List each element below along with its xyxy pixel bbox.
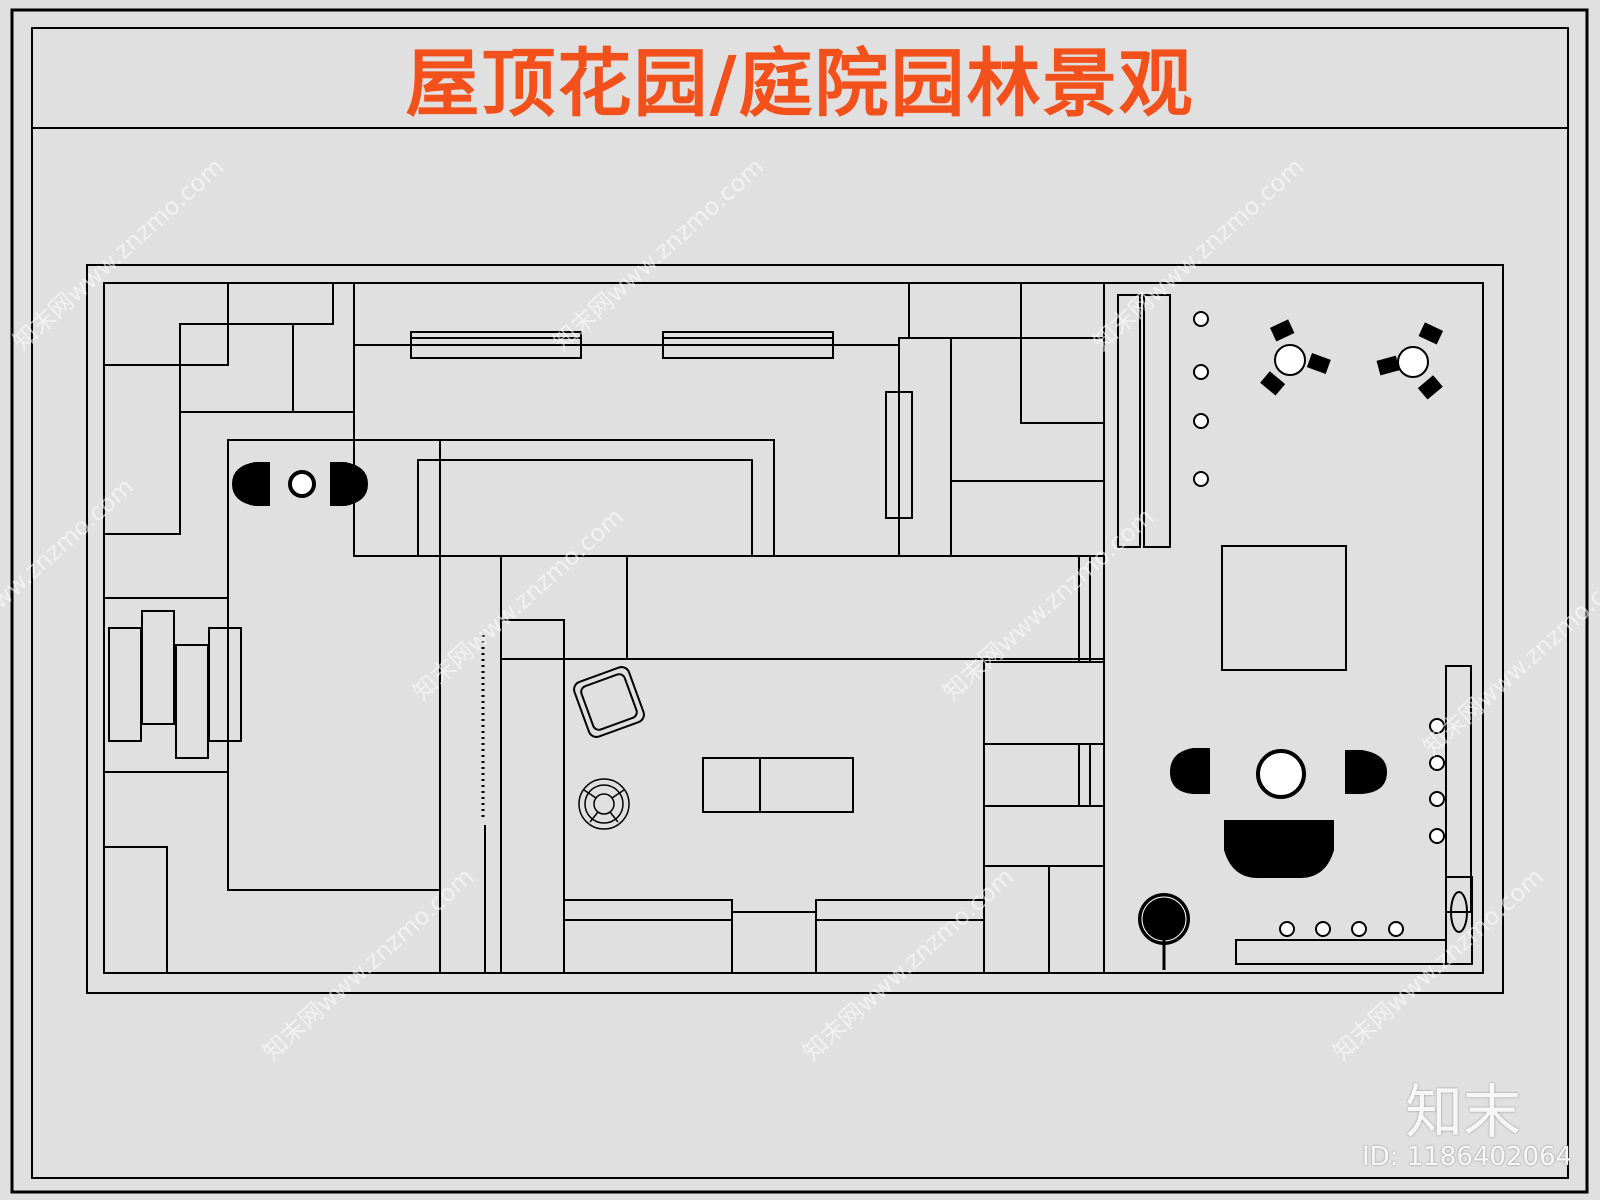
- narrow-bed-1: [1117, 294, 1141, 548]
- square-table: [1221, 545, 1347, 671]
- round-stool-icon: [1260, 319, 1331, 396]
- left-zone: [103, 282, 441, 974]
- planter-c: [179, 323, 294, 413]
- image-id-watermark: ID: 1186402064: [1362, 1142, 1573, 1172]
- stepping-stone-icon: [1193, 311, 1445, 937]
- lawn-area: [227, 439, 441, 891]
- side-step: [731, 911, 817, 974]
- planter-d: [103, 364, 181, 535]
- site-boundary: [86, 264, 1504, 994]
- step-board-2: [141, 610, 175, 725]
- step-board-3: [175, 644, 209, 759]
- floor-lamp-icon: [1138, 893, 1190, 970]
- page-title: 屋顶花园/庭院园林景观: [405, 40, 1195, 127]
- armchair-pair-icon: [232, 462, 368, 506]
- planter-i: [950, 337, 1105, 482]
- round-stool-icon: [1376, 322, 1444, 400]
- planter-o: [983, 805, 1105, 867]
- furniture-layer: [232, 311, 1445, 970]
- planter-q: [1048, 865, 1105, 974]
- planter-b: [227, 282, 334, 325]
- narrow-bed-2: [1143, 294, 1171, 548]
- inner-frame: [31, 27, 1569, 1179]
- planter-j: [950, 480, 1105, 557]
- rattan-chair-icon: [578, 778, 630, 830]
- brand-watermark: 知末: [1405, 1078, 1522, 1146]
- lounge-chair-icon: [573, 666, 645, 738]
- planter-n: [983, 743, 1105, 807]
- step-board-4: [208, 627, 242, 742]
- side-bed: [1445, 665, 1472, 913]
- lower-path-edge: [104, 771, 440, 891]
- bench-a: [410, 331, 582, 359]
- step-board-1: [108, 627, 142, 742]
- sofa-left: [563, 899, 733, 974]
- planter-e: [103, 846, 168, 974]
- planter-h: [898, 337, 952, 557]
- central-top-zone: [353, 282, 1105, 557]
- planter-m: [983, 661, 1105, 745]
- bench-long: [500, 619, 565, 974]
- outer-frame: [10, 8, 1589, 1194]
- planter-g: [1020, 282, 1105, 424]
- central-lower-zone: [439, 555, 1105, 974]
- coffee-table: [702, 757, 854, 813]
- basin: [1445, 876, 1473, 965]
- dining-chairs-icon: [1170, 748, 1387, 878]
- right-zone: [1117, 294, 1473, 965]
- planter-f: [908, 282, 1022, 339]
- bench-b: [662, 331, 834, 359]
